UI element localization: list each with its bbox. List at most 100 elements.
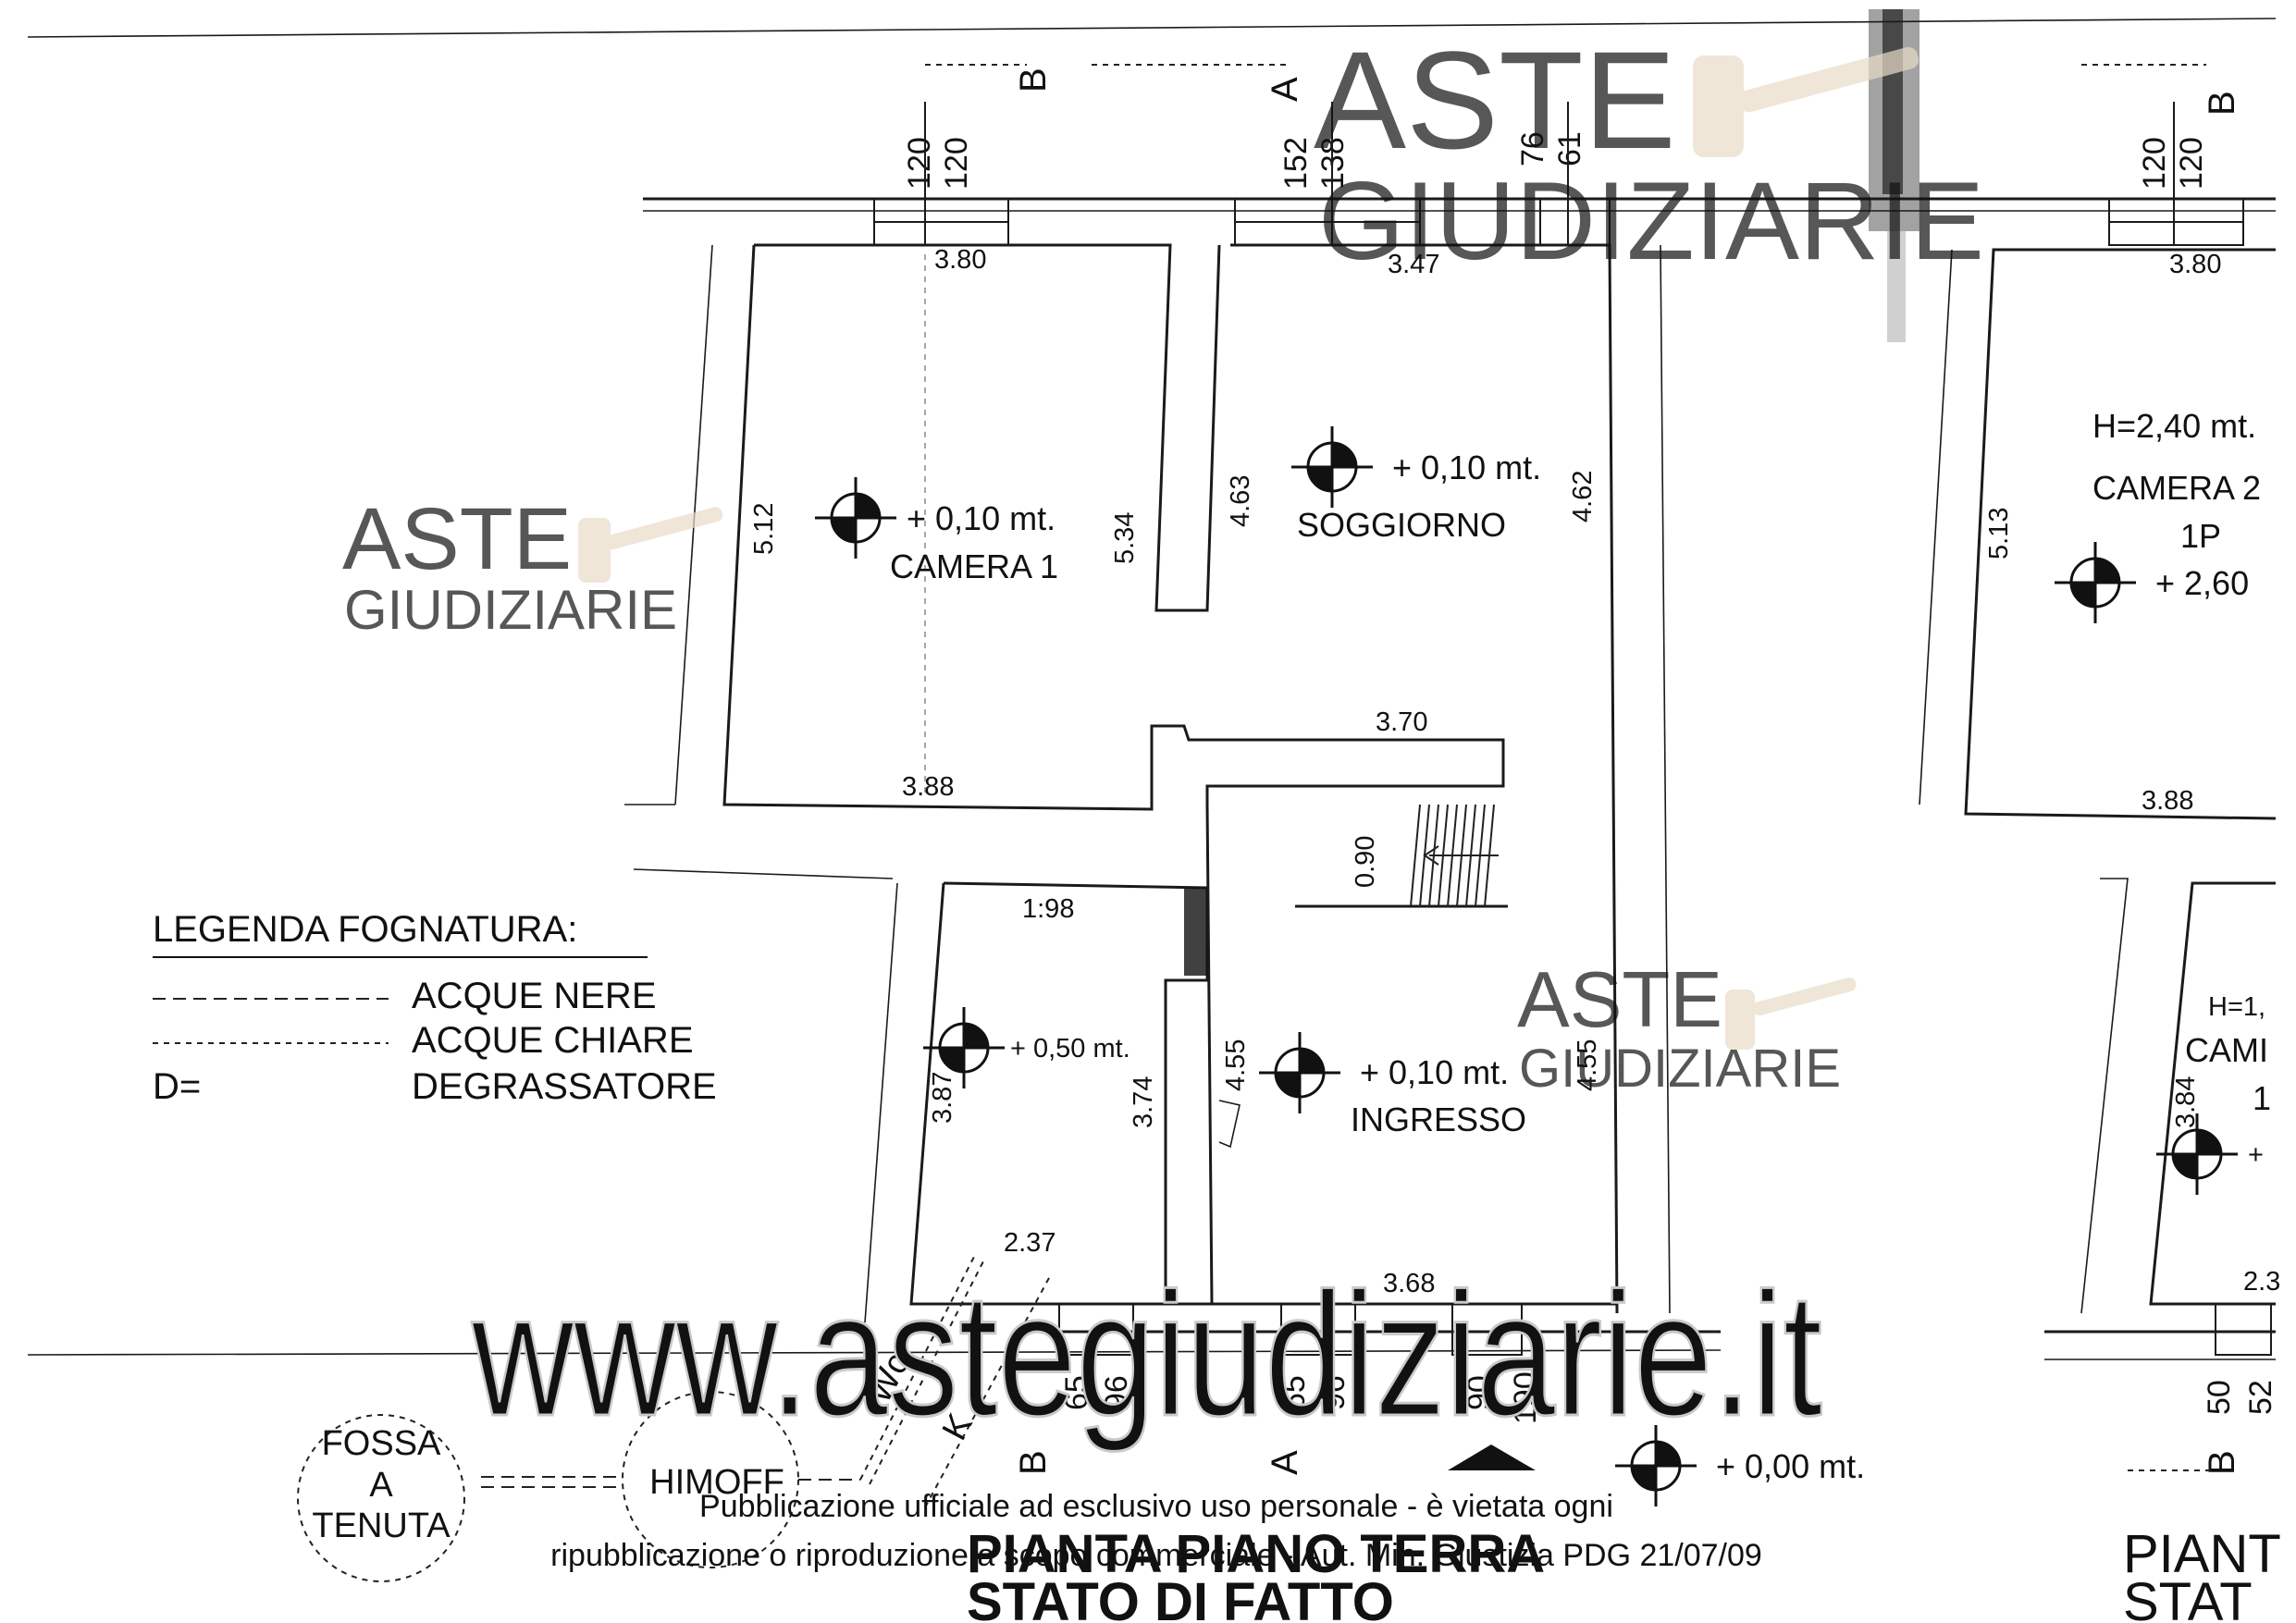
fossa-tank: [297, 1414, 465, 1582]
himoff-label: HIMOFF: [649, 1463, 784, 1502]
dim-opening-top-7: 120: [2137, 137, 2172, 190]
level-marker-icon: [2053, 540, 2138, 625]
camera-2-labels: 3.80 3.88 5.13 H=2,40 mt. CAMERA 2 1P + …: [1984, 250, 2261, 816]
dim-ingresso-width-bottom: 3.68: [1383, 1269, 1435, 1298]
room-camera-2: [1919, 248, 2277, 1314]
room-soggiorno: [1230, 243, 1671, 1314]
stair-labels: 3.70 0.90: [1351, 707, 1427, 888]
watermark-logo-left: ASTE GIUDIZIARIE: [342, 490, 723, 641]
dim-opening-top-2: 120: [939, 137, 974, 190]
side-room-level: +: [2248, 1140, 2264, 1170]
dim-camera1-width-top: 3.80: [934, 245, 986, 275]
watermark-brand-bottom: GIUDIZIARIE: [1318, 159, 1984, 283]
dim-opening-top-5: 76: [1515, 131, 1550, 166]
entrance: + 0,00 mt.: [1448, 1423, 1865, 1508]
room-bagno: [864, 881, 1295, 1323]
opening-dims-top: 120 120 152 138 76 61 120 120: [902, 102, 2209, 245]
window-openings-top: [873, 198, 2244, 246]
camera1-level: + 0,10 mt.: [907, 499, 1055, 537]
bagno-labels: 1:98 2.37 3.87 3.74 + 0,50 mt.: [921, 894, 1158, 1258]
bottom-border: [27, 1330, 2276, 1360]
gavel-icon: [1725, 977, 1857, 1050]
side-room-floor: 1: [2253, 1079, 2271, 1117]
watermark-brand-top: ASTE: [1517, 956, 1722, 1044]
sewer-system: FOSSA A TENUTA HIMOFF Wc K: [297, 1252, 1051, 1582]
gavel-icon: [1693, 46, 1920, 157]
dim-opening-bottom-3: 65: [1277, 1375, 1312, 1410]
camera-1-labels: 3.80 3.88 5.12 5.34 + 0,10 mt. CAMERA 1: [749, 245, 1140, 802]
plan-title-line-2: STATO DI FATTO: [967, 1572, 1394, 1623]
section-marker-b-top: B: [1013, 68, 1054, 92]
level-marker-icon: [1290, 424, 1375, 510]
fossa-line-3: TENUTA: [312, 1506, 451, 1545]
staircase: [1295, 804, 1508, 908]
dim-bagno-depth-right: 3.74: [1129, 1076, 1158, 1128]
soggiorno-name: SOGGIORNO: [1297, 506, 1506, 544]
legend-key-degrassatore: D=: [153, 1066, 201, 1107]
scan-fold-shadow: [1869, 9, 1920, 342]
plan-title-right-line-2: STAT: [2123, 1572, 2253, 1623]
watermark-site: www.astegiudiziarie.it: [471, 1257, 1822, 1453]
watermark-brand-top: ASTE: [342, 490, 572, 588]
dim-opening-top-8: 120: [2174, 137, 2209, 190]
side-room-height: H=1,: [2208, 992, 2265, 1022]
opening-dims-bottom: 65 96 65 96 90 190 50 52: [1059, 1371, 2278, 1424]
section-markers-top: B A B: [925, 64, 2242, 116]
dim-stair-width: 3.70: [1376, 707, 1427, 737]
watermark-notice-line-1: Pubblicazione ufficiale ad esclusivo uso…: [699, 1489, 1613, 1524]
soggiorno-level: + 0,10 mt.: [1392, 449, 1541, 486]
dim-bagno-depth-left: 3.87: [928, 1072, 957, 1124]
gavel-icon: [578, 507, 723, 583]
section-markers-bottom: B A B: [1013, 1450, 2242, 1475]
bagno-level: + 0,50 mt.: [1010, 1034, 1130, 1064]
dim-opening-bottom-4: 96: [1316, 1375, 1352, 1410]
watermark-logo-right: ASTE GIUDIZIARIE: [1517, 956, 1857, 1099]
legend: LEGENDA FOGNATURA: ACQUE NERE ACQUE CHIA…: [153, 909, 717, 1107]
camera2-name: CAMERA 2: [2092, 469, 2261, 507]
camera2-level: + 2,60: [2155, 564, 2249, 602]
dim-soggiorno-depth-left: 4.63: [1226, 475, 1255, 527]
camera1-name: CAMERA 1: [890, 547, 1058, 585]
dim-opening-bottom-6: 190: [1508, 1371, 1543, 1424]
plan-title: PIANTA PIANO TERRA STATO DI FATTO PIANT …: [967, 1524, 2281, 1623]
legend-item-acque-nere: ACQUE NERE: [412, 976, 657, 1016]
dim-bagno-width-bottom: 2.37: [1004, 1228, 1055, 1258]
entrance-level: + 0,00 mt.: [1716, 1447, 1865, 1485]
dim-camera1-depth-left: 5.12: [749, 503, 779, 555]
dim-bagno-width-top: 1:98: [1022, 894, 1074, 924]
watermark-notice-line-2: ripubblicazione o riproduzione a scopo c…: [550, 1538, 1762, 1573]
legend-title: LEGENDA FOGNATURA:: [153, 909, 577, 950]
watermark-logo-top: ASTE GIUDIZIARIE: [1314, 22, 1984, 283]
side-room-labels: H=1, CAMI 1 3.84 + 2.3: [2154, 992, 2280, 1297]
dim-opening-bottom-8: 52: [2243, 1380, 2278, 1415]
camera2-height: H=2,40 mt.: [2092, 407, 2256, 445]
dim-opening-bottom-2: 96: [1099, 1375, 1134, 1410]
section-marker-a-bottom: A: [1265, 1450, 1305, 1475]
fossa-line-1: FOSSA: [322, 1424, 441, 1463]
watermark-brand-bottom: GIUDIZIARIE: [1519, 1039, 1841, 1099]
legend-item-acque-chiare: ACQUE CHIARE: [412, 1020, 694, 1061]
plan-title-right-line-1: PIANT: [2123, 1524, 2281, 1584]
level-marker-icon: [813, 475, 898, 560]
dim-side-room-width-bottom: 2.3: [2243, 1267, 2280, 1297]
soggiorno-labels: 3.47 4.63 4.62 + 0,10 mt. SOGGIORNO: [1226, 250, 1598, 544]
dim-camera2-depth-left: 5.13: [1984, 508, 2014, 559]
dim-camera2-width-top: 3.80: [2169, 250, 2221, 279]
legend-item-degrassatore: DEGRASSATORE: [412, 1066, 717, 1107]
dim-opening-bottom-1: 65: [1059, 1375, 1094, 1410]
ingresso-labels: 3.68 4.55 4.55 + 0,10 mt. INGRESSO: [1221, 1030, 1602, 1298]
dim-ingresso-depth-right: 4.55: [1573, 1039, 1602, 1091]
dim-camera1-depth-right: 5.34: [1110, 512, 1140, 564]
dim-soggiorno-width-top: 3.47: [1388, 250, 1439, 279]
section-marker-b-right: B: [2202, 91, 2242, 116]
ingresso-name: INGRESSO: [1351, 1100, 1526, 1138]
dim-opening-bottom-5: 90: [1462, 1375, 1497, 1410]
watermark-notice: Pubblicazione ufficiale ad esclusivo uso…: [550, 1489, 1762, 1573]
plan-title-line-1: PIANTA PIANO TERRA: [967, 1524, 1545, 1584]
dim-ingresso-depth-left: 4.55: [1221, 1039, 1251, 1091]
dim-camera1-width-bottom: 3.88: [902, 772, 954, 802]
watermark-brand-bottom: GIUDIZIARIE: [344, 579, 677, 641]
entrance-arrow-icon: [1448, 1445, 1536, 1470]
fossa-line-2: A: [369, 1466, 393, 1505]
